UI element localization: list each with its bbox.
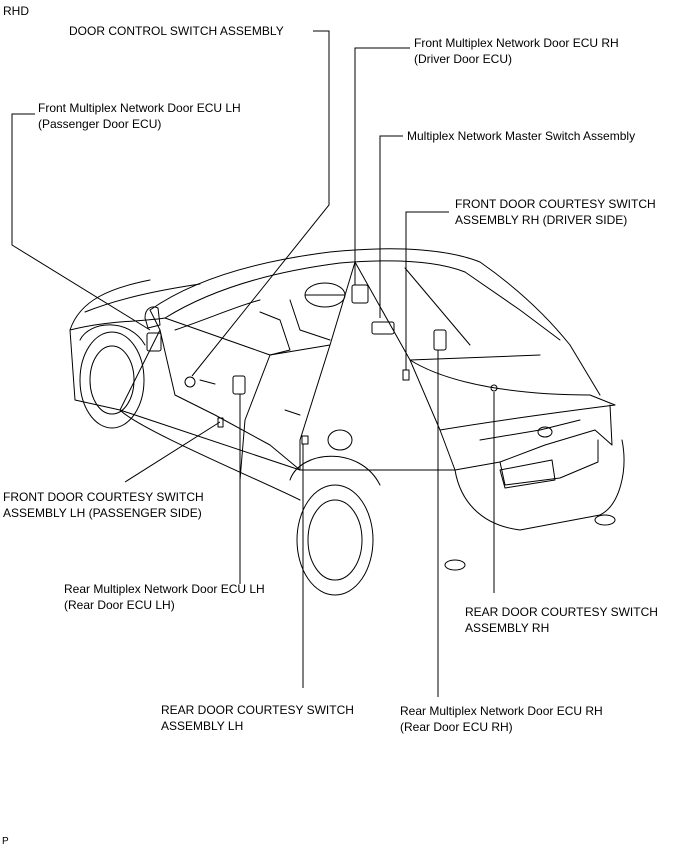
label-line: (Rear Door ECU LH) — [64, 598, 175, 612]
label-line: Rear Multiplex Network Door ECU LH — [64, 582, 265, 596]
label-line: ASSEMBLY LH — [161, 719, 244, 733]
label-front-courtesy-lh: FRONT DOOR COURTESY SWITCH ASSEMBLY LH (… — [3, 489, 204, 521]
label-line: ASSEMBLY LH (PASSENGER SIDE) — [3, 506, 202, 520]
label-line: Multiplex Network Master Switch Assembly — [407, 129, 636, 143]
label-line: ASSEMBLY RH (DRIVER SIDE) — [455, 213, 628, 227]
label-line: DOOR CONTROL SWITCH ASSEMBLY — [69, 24, 284, 38]
label-line: Rear Multiplex Network Door ECU RH — [400, 704, 603, 718]
label-rear-courtesy-lh: REAR DOOR COURTESY SWITCH ASSEMBLY LH — [161, 702, 354, 734]
label-rear-courtesy-rh: REAR DOOR COURTESY SWITCH ASSEMBLY RH — [465, 604, 658, 636]
footer-code-text: P — [2, 836, 9, 847]
label-line: (Driver Door ECU) — [414, 52, 513, 66]
label-master-switch: Multiplex Network Master Switch Assembly — [407, 128, 635, 144]
label-front-ecu-lh: Front Multiplex Network Door ECU LH (Pas… — [38, 100, 241, 132]
footer-code: P — [2, 836, 9, 848]
label-rear-ecu-rh: Rear Multiplex Network Door ECU RH (Rear… — [400, 703, 603, 735]
label-line: FRONT DOOR COURTESY SWITCH — [455, 197, 656, 211]
label-line: FRONT DOOR COURTESY SWITCH — [3, 490, 204, 504]
label-line: ASSEMBLY RH — [465, 621, 550, 635]
label-line: (Passenger Door ECU) — [38, 117, 162, 131]
label-line: REAR DOOR COURTESY SWITCH — [465, 605, 658, 619]
rhd-tag-text: RHD — [3, 4, 29, 18]
label-front-ecu-rh: Front Multiplex Network Door ECU RH (Dri… — [414, 35, 619, 67]
label-door-control-switch: DOOR CONTROL SWITCH ASSEMBLY — [69, 23, 284, 39]
label-front-courtesy-rh: FRONT DOOR COURTESY SWITCH ASSEMBLY RH (… — [455, 196, 656, 228]
label-line: Front Multiplex Network Door ECU RH — [414, 36, 619, 50]
label-line: (Rear Door ECU RH) — [400, 720, 513, 734]
rhd-tag: RHD — [3, 3, 29, 19]
label-rear-ecu-lh: Rear Multiplex Network Door ECU LH (Rear… — [64, 581, 265, 613]
label-line: Front Multiplex Network Door ECU LH — [38, 101, 241, 115]
label-line: REAR DOOR COURTESY SWITCH — [161, 703, 354, 717]
